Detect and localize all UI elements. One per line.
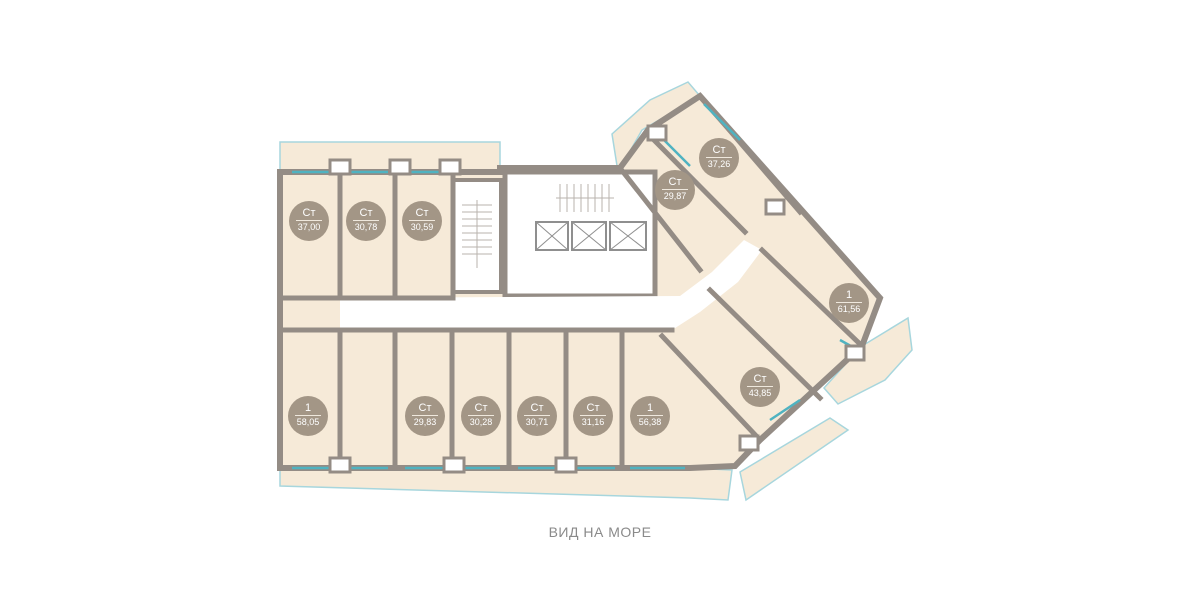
badge-divider — [662, 189, 688, 190]
sea-view-caption: ВИД НА МОРЕ — [548, 524, 652, 540]
apartment-area: 43,85 — [748, 388, 772, 398]
badge-divider — [353, 220, 379, 221]
apartment-area: 29,83 — [413, 417, 437, 427]
apartment-type: Ст — [753, 373, 767, 385]
apartment-type: 1 — [646, 402, 654, 414]
apartment-type: Ст — [418, 402, 432, 414]
apartment-type: Ст — [712, 144, 726, 156]
apartment-badge[interactable]: 1 61,56 — [829, 283, 869, 323]
apartment-badge[interactable]: Ст 30,59 — [402, 201, 442, 241]
shafts — [328, 124, 866, 474]
apartment-badge[interactable]: Ст 29,83 — [405, 396, 445, 436]
badge-divider — [836, 302, 862, 303]
apartment-type: Ст — [302, 207, 316, 219]
partition-walls — [280, 92, 866, 471]
core — [451, 169, 658, 299]
apartment-area: 30,59 — [410, 222, 434, 232]
apartment-area: 31,16 — [581, 417, 605, 427]
apartment-badge[interactable]: Ст 30,78 — [346, 201, 386, 241]
badge-divider — [412, 415, 438, 416]
apartment-area: 30,28 — [469, 417, 493, 427]
apartment-badge[interactable]: Ст 29,87 — [655, 170, 695, 210]
badge-divider — [295, 415, 321, 416]
apartment-badge[interactable]: Ст 37,26 — [699, 138, 739, 178]
apartment-badge[interactable]: Ст 30,71 — [517, 396, 557, 436]
apartment-type: Ст — [474, 402, 488, 414]
apartment-badge[interactable]: Ст 43,85 — [740, 367, 780, 407]
apartment-area: 37,26 — [707, 159, 731, 169]
badge-divider — [468, 415, 494, 416]
apartment-area: 29,87 — [663, 191, 687, 201]
apartment-badge[interactable]: 1 58,05 — [288, 396, 328, 436]
badge-divider — [409, 220, 435, 221]
badge-divider — [524, 415, 550, 416]
apartment-area: 37,00 — [297, 222, 321, 232]
apartment-type: 1 — [304, 402, 312, 414]
corridor — [340, 240, 762, 330]
apartment-area: 30,71 — [525, 417, 549, 427]
apartment-type: Ст — [668, 176, 682, 188]
badge-divider — [580, 415, 606, 416]
apartment-area: 61,56 — [837, 304, 861, 314]
apartment-badge[interactable]: Ст 30,28 — [461, 396, 501, 436]
apartment-type: Ст — [415, 207, 429, 219]
badge-divider — [637, 415, 663, 416]
apartment-area: 58,05 — [296, 417, 320, 427]
badge-divider — [747, 386, 773, 387]
apartment-type: Ст — [530, 402, 544, 414]
badge-divider — [706, 157, 732, 158]
apartment-badge[interactable]: 1 56,38 — [630, 396, 670, 436]
apartment-badge[interactable]: Ст 37,00 — [289, 201, 329, 241]
apartment-badge[interactable]: Ст 31,16 — [573, 396, 613, 436]
apartment-area: 30,78 — [354, 222, 378, 232]
apartment-area: 56,38 — [638, 417, 662, 427]
apartment-type: Ст — [359, 207, 373, 219]
apartment-type: 1 — [845, 289, 853, 301]
apartment-type: Ст — [586, 402, 600, 414]
badge-divider — [296, 220, 322, 221]
